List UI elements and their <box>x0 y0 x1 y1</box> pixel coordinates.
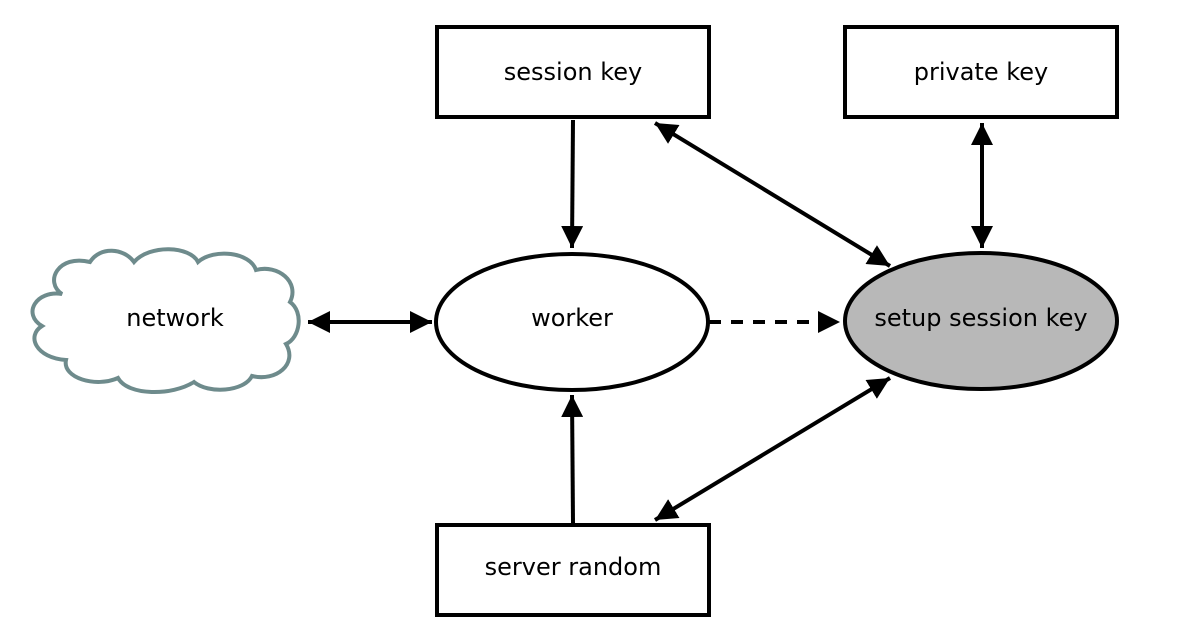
edge-session-key-setup-session-key <box>653 121 892 268</box>
network-label: network <box>126 304 224 332</box>
session-key-label: session key <box>504 58 642 86</box>
network-cloud-shape <box>30 247 301 394</box>
node-setup-session-key: setup session key <box>843 251 1119 391</box>
node-session-key: session key <box>435 25 711 119</box>
node-server-random: server random <box>435 523 711 617</box>
node-worker: worker <box>434 252 710 392</box>
private-key-box <box>843 25 1119 119</box>
worker-ellipse <box>434 252 710 392</box>
server-random-label: server random <box>485 553 662 581</box>
edge-session-key-to-worker <box>561 119 584 249</box>
private-key-label: private key <box>914 58 1049 86</box>
server-random-box <box>435 523 711 617</box>
edges <box>308 119 993 524</box>
node-private-key: private key <box>843 25 1119 119</box>
setup-session-key-ellipse <box>843 251 1119 391</box>
node-network: network <box>30 247 301 394</box>
worker-label: worker <box>531 304 613 332</box>
edge-server-random-to-worker <box>561 394 584 524</box>
edge-server-random-setup-session-key <box>653 376 892 522</box>
setup-session-key-label: setup session key <box>874 304 1087 332</box>
session-key-box <box>435 25 711 119</box>
